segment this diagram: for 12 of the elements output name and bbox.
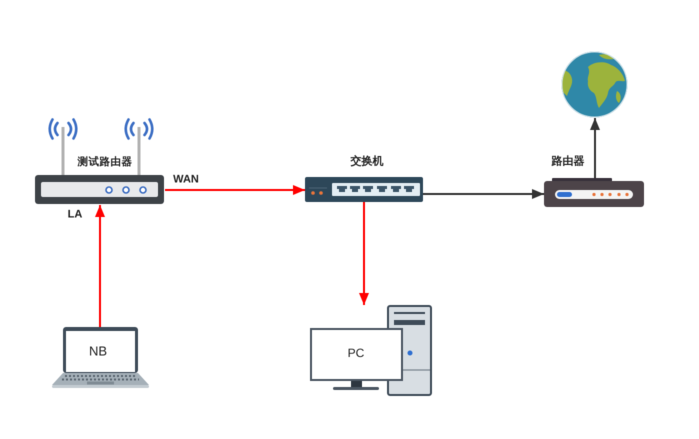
arrow xyxy=(165,185,305,195)
device-label: 交换机 xyxy=(350,156,384,168)
arrow xyxy=(359,202,369,305)
arrow xyxy=(423,189,544,199)
arrow xyxy=(590,118,600,178)
device-label: 测试路由器 xyxy=(78,156,132,168)
arrow xyxy=(95,205,105,327)
device-label: 路由器 xyxy=(552,156,584,168)
port-label: LA xyxy=(68,208,82,222)
port-label: WAN xyxy=(173,174,199,186)
device-label: PC xyxy=(348,347,364,361)
device-label: NB xyxy=(88,344,108,360)
